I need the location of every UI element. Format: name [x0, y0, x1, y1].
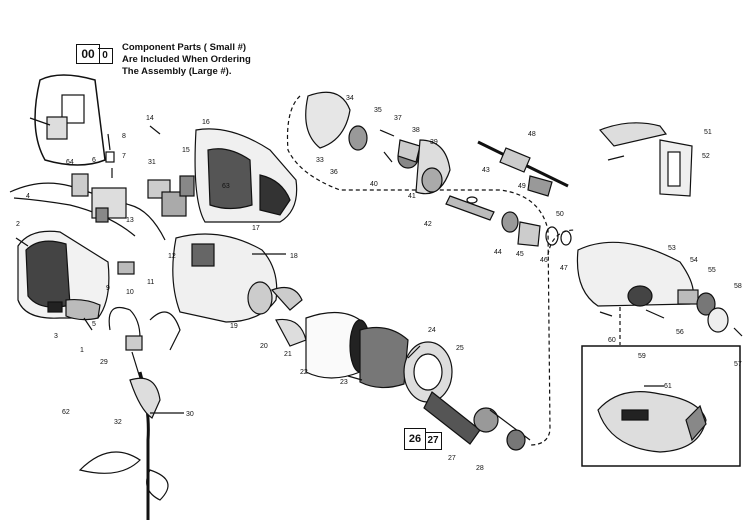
part-label: 7 — [122, 153, 126, 160]
part-label: 25 — [456, 345, 464, 352]
part-label: 16 — [202, 119, 210, 126]
part-label: 24 — [428, 327, 436, 334]
part-label: 14 — [146, 115, 154, 122]
legend-text: Component Parts ( Small #) Are Included … — [122, 42, 282, 78]
part-label: 33 — [316, 157, 324, 164]
part-label: 31 — [148, 159, 156, 166]
assembly-boundary — [286, 95, 551, 446]
legend-large-number: 00 — [76, 44, 100, 64]
legend-line: Are Included When Ordering — [122, 54, 251, 65]
part-label: 62 — [62, 409, 70, 416]
part-label: 30 — [186, 411, 194, 418]
part-label: 42 — [424, 221, 432, 228]
part-label: 18 — [290, 253, 298, 260]
part-label: 49 — [518, 183, 526, 190]
part-label: 36 — [330, 169, 338, 176]
part-label: 28 — [476, 465, 484, 472]
assembly-legend: 00 0 Component Parts ( Small #) Are Incl… — [76, 42, 276, 86]
part-label: 48 — [528, 131, 536, 138]
part-label: 23 — [340, 379, 348, 386]
part-label: 47 — [560, 265, 568, 272]
part-label: 51 — [704, 129, 712, 136]
front-housing — [576, 241, 694, 307]
part-label: 56 — [676, 329, 684, 336]
assembly-badge-small: 27 — [425, 432, 442, 450]
part-label: 59 — [638, 353, 646, 360]
part-label: 27 — [448, 455, 456, 462]
part-label: 21 — [284, 351, 292, 358]
part-label: 40 — [370, 181, 378, 188]
inset-detail-61 — [581, 345, 741, 467]
armature — [423, 391, 481, 445]
part-label: 61 — [664, 383, 672, 390]
part-label: 60 — [608, 337, 616, 344]
part-label: 5 — [92, 321, 96, 328]
part-label: 3 — [54, 333, 58, 340]
part-label: 32 — [114, 419, 122, 426]
part-label: 39 — [430, 139, 438, 146]
part-label: 17 — [252, 225, 260, 232]
legend-small-number: 0 — [98, 48, 113, 64]
part-label: 63 — [222, 183, 230, 190]
part-label: 44 — [494, 249, 502, 256]
part-label: 19 — [230, 323, 238, 330]
part-label: 64 — [66, 159, 74, 166]
part-label: 8 — [122, 133, 126, 140]
inset-detail-64 — [34, 74, 106, 166]
assembly-badge-large: 26 — [404, 428, 426, 450]
legend-line: The Assembly (Large #). — [122, 66, 232, 77]
part-label: 4 — [26, 193, 30, 200]
part-label: 1 — [80, 347, 84, 354]
part-label: 15 — [182, 147, 190, 154]
shoe-bracket — [598, 122, 668, 147]
part-label: 9 — [106, 285, 110, 292]
assembly-boundary-right — [547, 229, 576, 256]
part-label: 29 — [100, 359, 108, 366]
part-label: 22 — [300, 369, 308, 376]
part-label: 55 — [708, 267, 716, 274]
part-label: 57 — [734, 361, 742, 368]
assembly-badge: 26 27 — [404, 428, 444, 450]
gear-cover — [305, 91, 351, 149]
part-label: 20 — [260, 343, 268, 350]
part-label: 10 — [126, 289, 134, 296]
part-label: 50 — [556, 211, 564, 218]
part-label: 43 — [482, 167, 490, 174]
part-label: 2 — [16, 221, 20, 228]
legend-line: Component Parts ( Small #) — [122, 42, 247, 53]
part-label: 37 — [394, 115, 402, 122]
part-number-labels: 1 2 3 4 5 6 7 8 9 10 11 12 13 14 15 16 1… — [16, 95, 742, 472]
part-label: 45 — [516, 251, 524, 258]
part-label: 35 — [374, 107, 382, 114]
part-label: 12 — [168, 253, 176, 260]
part-label: 41 — [408, 193, 416, 200]
part-label: 52 — [702, 153, 710, 160]
part-label: 58 — [734, 283, 742, 290]
part-label: 34 — [346, 95, 354, 102]
part-label: 54 — [690, 257, 698, 264]
part-label: 11 — [147, 279, 154, 286]
part-label: 6 — [92, 157, 96, 164]
part-label: 53 — [668, 245, 676, 252]
part-label: 46 — [540, 257, 548, 264]
part-label: 38 — [412, 127, 420, 134]
part-label: 13 — [126, 217, 134, 224]
